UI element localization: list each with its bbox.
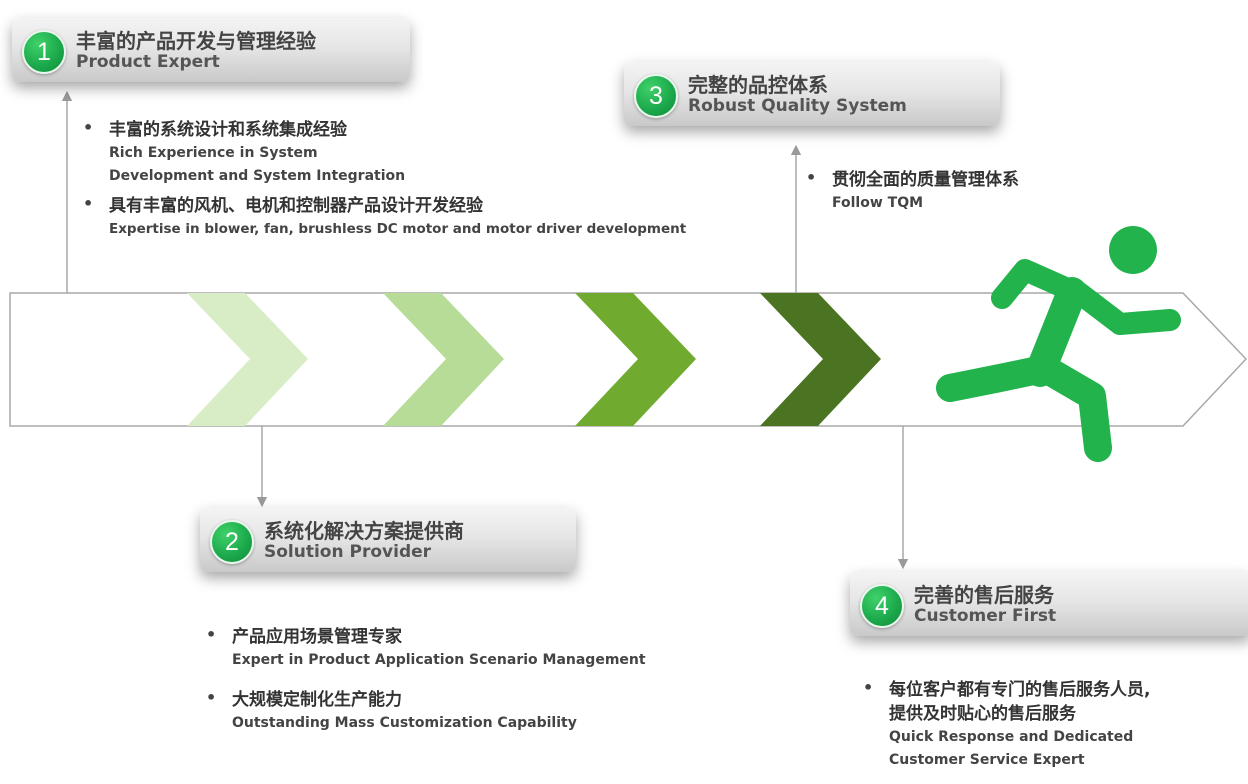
bullet-dot: •: [206, 625, 217, 644]
bullet-dot: •: [83, 194, 94, 213]
card-solution-provider: 2 系统化解决方案提供商 Solution Provider: [200, 508, 576, 572]
card-quality-system: 3 完整的品控体系 Robust Quality System: [624, 62, 1000, 126]
card-subtitle: Customer First: [914, 606, 1057, 626]
bullet-item: • 大规模定制化生产能力 Outstanding Mass Customizat…: [206, 688, 646, 735]
chevron-3: [575, 293, 696, 426]
bullet-text-zh: 丰富的系统设计和系统集成经验: [109, 120, 347, 140]
bullets-quality-system: • 贯彻全面的质量管理体系 Follow TQM: [806, 168, 1019, 227]
step-badge: 4: [860, 584, 904, 628]
step-badge: 3: [634, 74, 678, 118]
card-subtitle: Solution Provider: [264, 542, 432, 562]
bullet-text-zh: 每位客户都有专门的售后服务人员,: [889, 680, 1151, 700]
card-product-expert: 1 丰富的产品开发与管理经验 Product Expert: [12, 18, 410, 82]
card-title: 丰富的产品开发与管理经验: [76, 29, 316, 53]
bullets-solution-provider: • 产品应用场景管理专家 Expert in Product Applicati…: [206, 625, 646, 747]
bullet-item: • 产品应用场景管理专家 Expert in Product Applicati…: [206, 625, 646, 672]
bullet-text-en: Outstanding Mass Customization Capabilit…: [232, 715, 577, 731]
running-man-icon: [936, 226, 1181, 462]
bullet-text-zh: 贯彻全面的质量管理体系: [832, 170, 1019, 190]
bullet-text-zh: 提供及时贴心的售后服务: [889, 704, 1076, 724]
card-subtitle: Robust Quality System: [688, 96, 907, 116]
bullet-item: • 每位客户都有专门的售后服务人员, 提供及时贴心的售后服务 Quick Res…: [863, 678, 1150, 772]
bullet-text-zh: 具有丰富的风机、电机和控制器产品设计开发经验: [109, 196, 483, 216]
bullet-text-zh: 大规模定制化生产能力: [232, 690, 402, 710]
step-badge: 2: [210, 520, 254, 564]
bullet-text-en: Rich Experience in System: [109, 145, 318, 161]
card-title: 完善的售后服务: [914, 583, 1054, 607]
chevron-1: [187, 293, 308, 426]
bullet-item: • 具有丰富的风机、电机和控制器产品设计开发经验 Expertise in bl…: [83, 194, 686, 241]
bullet-text-en: Expertise in blower, fan, brushless DC m…: [109, 221, 687, 237]
bullet-text-en: Quick Response and Dedicated: [889, 729, 1134, 745]
bullet-item: • 贯彻全面的质量管理体系 Follow TQM: [806, 168, 1019, 215]
bullet-text-en: Customer Service Expert: [889, 752, 1085, 768]
bullet-dot: •: [863, 678, 874, 697]
bullet-text-en: Expert in Product Application Scenario M…: [232, 652, 646, 668]
card-customer-first: 4 完善的售后服务 Customer First: [850, 572, 1248, 636]
chevron-2: [383, 293, 504, 426]
bullet-dot: •: [206, 688, 217, 707]
card-title: 完整的品控体系: [688, 73, 828, 97]
bullets-customer-first: • 每位客户都有专门的售后服务人员, 提供及时贴心的售后服务 Quick Res…: [863, 678, 1150, 784]
bullet-item: • 丰富的系统设计和系统集成经验 Rich Experience in Syst…: [83, 118, 686, 188]
bullets-product-expert: • 丰富的系统设计和系统集成经验 Rich Experience in Syst…: [83, 118, 686, 253]
bullet-text-zh: 产品应用场景管理专家: [232, 627, 402, 647]
bullet-dot: •: [806, 168, 817, 187]
bullet-dot: •: [83, 118, 94, 137]
step-badge: 1: [22, 30, 66, 74]
bullet-text-en: Development and System Integration: [109, 168, 406, 184]
bullet-text-en: Follow TQM: [832, 195, 924, 211]
card-title: 系统化解决方案提供商: [264, 519, 464, 543]
chevron-4: [760, 293, 881, 426]
card-subtitle: Product Expert: [76, 52, 220, 72]
